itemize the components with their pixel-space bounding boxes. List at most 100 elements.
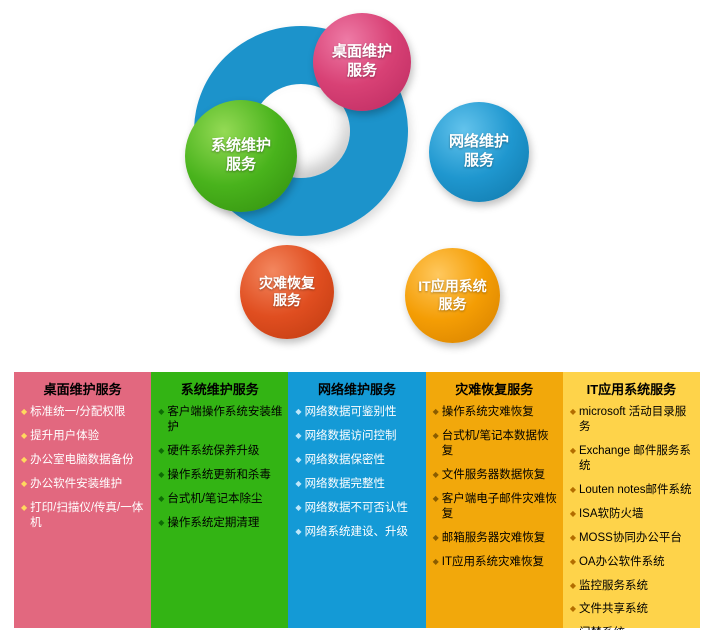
list-item: ◆监控服务系统 — [570, 579, 696, 594]
list-item: ◆台式机/笔记本除尘 — [158, 492, 284, 507]
column-header: 网络维护服务 — [318, 382, 397, 397]
diamond-bullet-icon: ◆ — [158, 493, 165, 503]
list-item: ◆打印/扫描仪/传真/一体机 — [21, 501, 147, 531]
column-system-maintenance: 系统维护服务 ◆客户端操作系统安装维护 ◆硬件系统保养升级 ◆操作系统更新和杀毒… — [151, 372, 289, 628]
list-item-label: 标准统一/分配权限 — [30, 406, 126, 418]
list-item-label: 操作系统更新和杀毒 — [167, 468, 271, 481]
node-label-line2: 服务 — [463, 152, 494, 169]
node-label-line1: 网络维护 — [448, 133, 509, 151]
node-label-line1: 灾难恢复 — [259, 274, 315, 291]
diamond-bullet-icon: ◆ — [432, 493, 439, 503]
list-item: ◆文件共享系统 — [570, 602, 696, 617]
diamond-bullet-icon: ◆ — [432, 430, 439, 440]
column-header: 系统维护服务 — [180, 382, 259, 397]
diamond-bullet-icon: ◆ — [569, 556, 576, 566]
diamond-bullet-icon: ◆ — [295, 454, 302, 464]
list-item-label: 客户端电子邮件灾难恢复 — [441, 492, 557, 520]
node-label-line1: IT应用系统 — [418, 278, 487, 294]
column-desktop-maintenance: 桌面维护服务 ◆标准统一/分配权限 ◆提升用户体验 ◆办公室电脑数据备份 ◆办公… — [14, 372, 152, 628]
diamond-bullet-icon: ◆ — [295, 502, 302, 512]
list-item: ◆网络系统建设、升级 — [295, 525, 421, 540]
service-columns: 桌面维护服务 ◆标准统一/分配权限 ◆提升用户体验 ◆办公室电脑数据备份 ◆办公… — [14, 372, 701, 630]
list-item-label: ISA软防火墙 — [578, 507, 644, 520]
service-wheel-diagram: 桌面维护 服务 系统维护 服务 网络维护 服务 灾难恢复 服务 IT应用系统 服… — [185, 13, 529, 343]
diamond-bullet-icon: ◆ — [295, 430, 302, 440]
list-item-label: IT应用系统灾难恢复 — [441, 555, 544, 568]
list-item-label: 文件共享系统 — [578, 603, 648, 616]
list-item: ◆文件服务器数据恢复 — [433, 468, 559, 483]
node-label-line2: 服务 — [438, 295, 467, 312]
list-item: ◆办公软件安装维护 — [21, 477, 147, 492]
column-header: IT应用系统服务 — [586, 382, 677, 397]
list-item: ◆提升用户体验 — [21, 429, 147, 444]
list-item: ◆邮箱服务器灾难恢复 — [433, 531, 559, 546]
list-item: ◆IT应用系统灾难恢复 — [433, 555, 559, 570]
list-item: ◆网络数据访问控制 — [295, 429, 421, 444]
list-item-label: MOSS协同办公平台 — [578, 531, 682, 544]
diamond-bullet-icon: ◆ — [158, 445, 165, 455]
node-system-service: 系统维护 服务 — [185, 100, 297, 212]
list-item-label: 提升用户体验 — [30, 429, 100, 442]
node-disaster-service: 灾难恢复 服务 — [240, 245, 334, 339]
diamond-bullet-icon: ◆ — [569, 604, 576, 614]
diamond-bullet-icon: ◆ — [21, 430, 28, 440]
diamond-bullet-icon: ◆ — [21, 478, 28, 488]
list-item-label: 操作系统定期清理 — [167, 516, 260, 529]
list-item-label: 台式机/笔记本数据恢复 — [441, 429, 549, 457]
list-item: ◆门禁系统 — [570, 626, 696, 630]
list-item: ◆台式机/笔记本数据恢复 — [433, 429, 559, 459]
list-item: ◆操作系统灾难恢复 — [433, 405, 559, 420]
column-it-application: IT应用系统服务 ◆microsoft 活动目录服务 ◆Exchange 邮件服… — [562, 372, 701, 630]
node-label-line1: 桌面维护 — [331, 43, 392, 61]
list-item-label: 邮箱服务器灾难恢复 — [441, 531, 546, 544]
list-item-label: Exchange 邮件服务系统 — [578, 444, 691, 472]
column-item-list: ◆网络数据可鉴别性 ◆网络数据访问控制 ◆网络数据保密性 ◆网络数据完整性 ◆网… — [288, 403, 425, 540]
diamond-bullet-icon: ◆ — [432, 532, 439, 542]
column-item-list: ◆标准统一/分配权限 ◆提升用户体验 ◆办公室电脑数据备份 ◆办公软件安装维护 … — [14, 403, 151, 531]
list-item: ◆标准统一/分配权限 — [21, 405, 147, 420]
diamond-bullet-icon: ◆ — [158, 407, 165, 416]
column-item-list: ◆操作系统灾难恢复 ◆台式机/笔记本数据恢复 ◆文件服务器数据恢复 ◆客户端电子… — [426, 403, 563, 570]
list-item-label: 办公软件安装维护 — [30, 477, 123, 490]
list-item: ◆操作系统定期清理 — [158, 516, 284, 531]
node-label-line2: 服务 — [225, 156, 256, 173]
diamond-bullet-icon: ◆ — [158, 469, 165, 479]
list-item-label: 网络数据访问控制 — [304, 429, 397, 442]
list-item-label: 客户端操作系统安装维护 — [167, 406, 283, 433]
diamond-bullet-icon: ◆ — [432, 407, 439, 416]
diamond-bullet-icon: ◆ — [569, 484, 576, 494]
diamond-bullet-icon: ◆ — [21, 454, 28, 464]
diamond-bullet-icon: ◆ — [569, 508, 576, 518]
list-item-label: 操作系统灾难恢复 — [441, 406, 534, 418]
list-item-label: 监控服务系统 — [578, 579, 648, 592]
list-item: ◆Louten notes邮件系统 — [570, 483, 696, 498]
column-item-list: ◆客户端操作系统安装维护 ◆硬件系统保养升级 ◆操作系统更新和杀毒 ◆台式机/笔… — [151, 403, 288, 531]
diamond-bullet-icon: ◆ — [295, 478, 302, 488]
column-header: 桌面维护服务 — [43, 382, 122, 397]
diamond-bullet-icon: ◆ — [295, 526, 302, 536]
list-item: ◆网络数据不可否认性 — [295, 501, 421, 516]
list-item: ◆Exchange 邮件服务系统 — [570, 444, 696, 474]
list-item: ◆MOSS协同办公平台 — [570, 531, 696, 546]
list-item-label: 打印/扫描仪/传真/一体机 — [30, 501, 144, 529]
diamond-bullet-icon: ◆ — [21, 502, 28, 512]
node-desktop-service: 桌面维护 服务 — [313, 13, 411, 111]
diamond-bullet-icon: ◆ — [569, 580, 576, 590]
list-item-label: 网络数据保密性 — [304, 453, 386, 466]
list-item: ◆网络数据完整性 — [295, 477, 421, 492]
list-item-label: 网络数据不可否认性 — [304, 501, 409, 514]
diamond-bullet-icon: ◆ — [432, 469, 439, 479]
list-item: ◆客户端操作系统安装维护 — [158, 405, 284, 435]
column-network-maintenance: 网络维护服务 ◆网络数据可鉴别性 ◆网络数据访问控制 ◆网络数据保密性 ◆网络数… — [288, 372, 426, 628]
diamond-bullet-icon: ◆ — [569, 407, 576, 416]
list-item-label: microsoft 活动目录服务 — [578, 406, 687, 433]
list-item: ◆microsoft 活动目录服务 — [570, 405, 696, 435]
list-item-label: OA办公软件系统 — [578, 555, 665, 568]
node-itapp-service: IT应用系统 服务 — [405, 248, 500, 343]
list-item-label: 文件服务器数据恢复 — [441, 468, 546, 481]
diamond-bullet-icon: ◆ — [295, 407, 302, 416]
node-network-service: 网络维护 服务 — [429, 102, 529, 202]
diamond-bullet-icon: ◆ — [569, 532, 576, 542]
column-disaster-recovery: 灾难恢复服务 ◆操作系统灾难恢复 ◆台式机/笔记本数据恢复 ◆文件服务器数据恢复… — [425, 372, 563, 628]
